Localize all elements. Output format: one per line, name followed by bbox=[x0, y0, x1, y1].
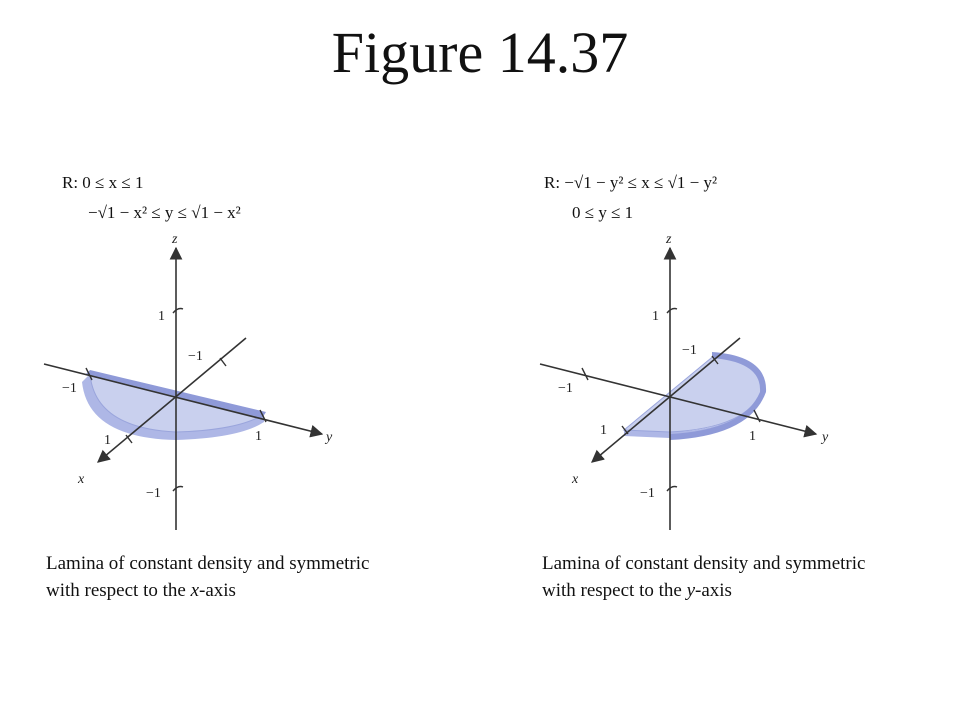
tick-x-neg bbox=[711, 355, 719, 365]
region-line-1: R: 0 ≤ x ≤ 1 bbox=[62, 173, 143, 192]
lamina-side bbox=[82, 374, 264, 440]
left-caption-line-2: with respect to the x-axis bbox=[46, 577, 476, 604]
tick-z-neg bbox=[172, 485, 184, 492]
y-axis-label: y bbox=[820, 430, 829, 445]
tick-z-neg bbox=[666, 485, 678, 492]
tick-z-pos-label: 1 bbox=[158, 309, 165, 324]
tick-y-pos-label: 1 bbox=[255, 429, 262, 444]
tick-x-neg-label: −1 bbox=[188, 349, 203, 364]
tick-z-neg-label: −1 bbox=[146, 486, 161, 501]
region-line-1: R: −√1 − y² ≤ x ≤ √1 − y² bbox=[544, 173, 717, 192]
right-caption-line-2: with respect to the y-axis bbox=[542, 577, 960, 604]
tick-x-pos-label: 1 bbox=[104, 433, 111, 448]
tick-x-neg bbox=[219, 357, 227, 367]
x-axis bbox=[591, 337, 741, 463]
region-line-2: 0 ≤ y ≤ 1 bbox=[572, 203, 633, 222]
z-axis-label: z bbox=[171, 232, 178, 247]
z-axis-label: z bbox=[665, 232, 672, 247]
left-caption-var: x bbox=[190, 580, 200, 601]
tick-z-pos bbox=[666, 307, 678, 314]
tick-y-pos-label: 1 bbox=[749, 429, 756, 444]
tick-x-pos-label: 1 bbox=[600, 423, 607, 438]
figure-title: Figure 14.37 bbox=[331, 20, 629, 85]
right-caption-var: y bbox=[686, 580, 696, 601]
tick-z-pos-label: 1 bbox=[652, 309, 659, 324]
tick-x-neg-label: −1 bbox=[682, 343, 697, 358]
left-diagram: R: 0 ≤ x ≤ 1 −√1 − x² ≤ y ≤ √1 − x² z y … bbox=[43, 173, 333, 530]
tick-y-neg-label: −1 bbox=[558, 381, 573, 396]
left-panel: R: 0 ≤ x ≤ 1 −√1 − x² ≤ y ≤ √1 − x² z y … bbox=[40, 160, 480, 620]
tick-z-neg-label: −1 bbox=[640, 486, 655, 501]
x-axis-label: x bbox=[77, 472, 85, 487]
tick-y-pos bbox=[753, 409, 761, 423]
tick-x-pos bbox=[125, 434, 133, 444]
left-caption: Lamina of constant density and symmetric… bbox=[46, 550, 476, 604]
lamina-rim bbox=[670, 352, 767, 440]
right-caption-pre: with respect to the bbox=[542, 580, 687, 601]
right-caption: Lamina of constant density and symmetric… bbox=[542, 550, 960, 604]
right-diagram: R: −√1 − y² ≤ x ≤ √1 − y² 0 ≤ y ≤ 1 z y … bbox=[539, 173, 829, 530]
tick-y-neg bbox=[85, 367, 93, 381]
y-axis-label: y bbox=[324, 430, 333, 445]
region-line-2: −√1 − x² ≤ y ≤ √1 − x² bbox=[88, 203, 241, 222]
left-caption-line-1: Lamina of constant density and symmetric bbox=[46, 553, 370, 574]
tick-y-neg-label: −1 bbox=[62, 381, 77, 396]
right-caption-post: -axis bbox=[695, 580, 732, 601]
right-caption-line-1: Lamina of constant density and symmetric bbox=[542, 553, 866, 574]
tick-z-pos bbox=[172, 307, 184, 314]
x-axis-label: x bbox=[571, 472, 579, 487]
left-caption-post: -axis bbox=[199, 580, 236, 601]
right-panel: R: −√1 − y² ≤ x ≤ √1 − y² 0 ≤ y ≤ 1 z y … bbox=[536, 160, 960, 620]
left-caption-pre: with respect to the bbox=[46, 580, 191, 601]
tick-x-pos bbox=[621, 425, 629, 435]
tick-y-neg bbox=[581, 367, 589, 381]
tick-y-pos bbox=[259, 409, 267, 423]
